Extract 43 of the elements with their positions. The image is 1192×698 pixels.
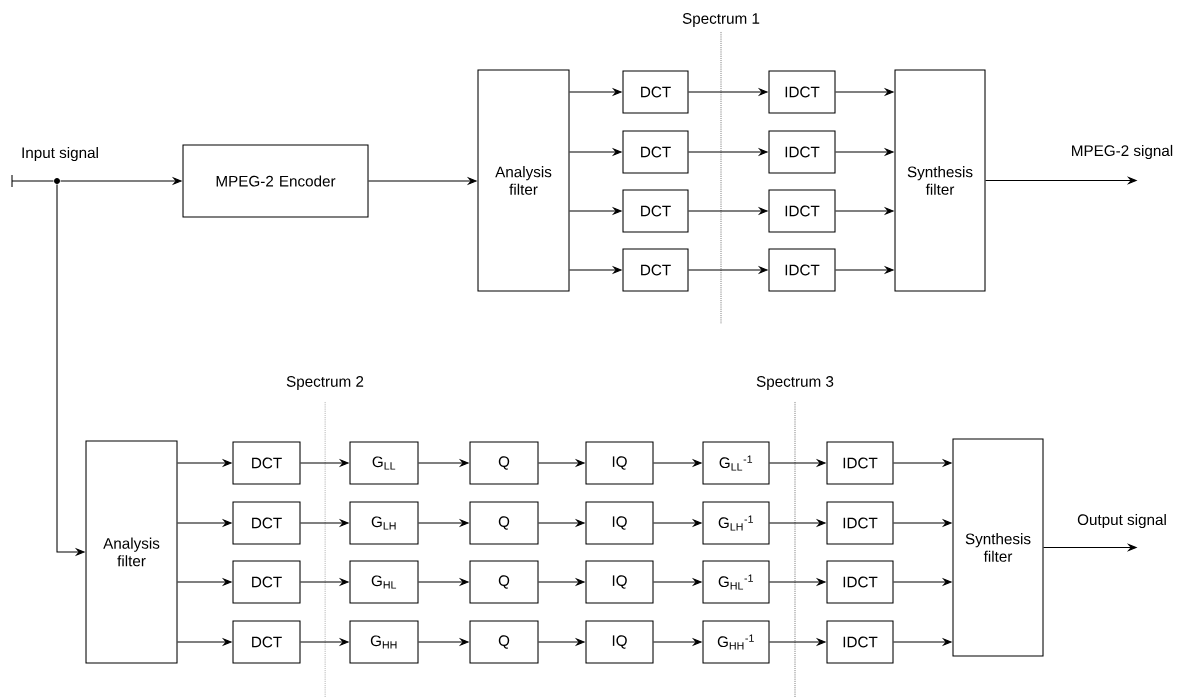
process-box: G$_{LL}$	[349, 441, 419, 485]
process-box: IDCT	[826, 620, 894, 664]
process-box: G$_{LH}$-1	[702, 501, 770, 545]
spectrum-label: Spectrum 2	[286, 376, 364, 390]
process-box: G$_{LH}$	[349, 501, 419, 545]
process-box: IDCT	[768, 189, 836, 233]
process-box: DCT	[622, 189, 689, 233]
process-box: IDCT	[768, 248, 836, 292]
process-box: Q	[469, 501, 539, 545]
filter-block: Analysis filter	[85, 440, 178, 664]
process-box: Q	[469, 620, 539, 664]
process-box: IDCT	[768, 70, 836, 114]
signal-label: Output signal	[1075, 512, 1169, 530]
process-box: DCT	[622, 248, 689, 292]
process-box: DCT	[232, 501, 301, 545]
process-box: DCT	[622, 130, 689, 174]
process-box: IDCT	[826, 441, 894, 485]
process-box: DCT	[622, 70, 689, 114]
process-box: G$_{HL}$	[349, 560, 419, 604]
filter-block: Synthesis filter	[894, 69, 986, 292]
process-box: IQ	[585, 620, 654, 664]
process-box: IQ	[585, 501, 654, 545]
process-box: IQ	[585, 560, 654, 604]
process-box: IQ	[585, 441, 654, 485]
process-box: IDCT	[826, 501, 894, 545]
process-box: G$_{HL}$-1	[702, 560, 770, 604]
signal-label: MPEG-2 signal	[1069, 143, 1175, 161]
process-box: G$_{HH}$-1	[702, 620, 770, 664]
process-box: Q	[469, 441, 539, 485]
process-box: Q	[469, 560, 539, 604]
process-box: IDCT	[826, 560, 894, 604]
filter-block: Synthesis filter	[952, 438, 1044, 657]
process-box: DCT	[232, 560, 301, 604]
spectrum-label: Spectrum 3	[756, 376, 834, 390]
process-box: IDCT	[768, 130, 836, 174]
filter-block: Analysis filter	[477, 69, 570, 292]
spectrum-label: Spectrum 1	[682, 13, 760, 27]
process-box: DCT	[232, 441, 301, 485]
signal-label: Input signal	[19, 145, 101, 163]
process-box: G$_{LL}$-1	[702, 441, 770, 485]
process-box: DCT	[232, 620, 301, 664]
process-box: G$_{HH}$	[349, 620, 419, 664]
process-box: MPEG-2 Encoder	[182, 144, 369, 218]
